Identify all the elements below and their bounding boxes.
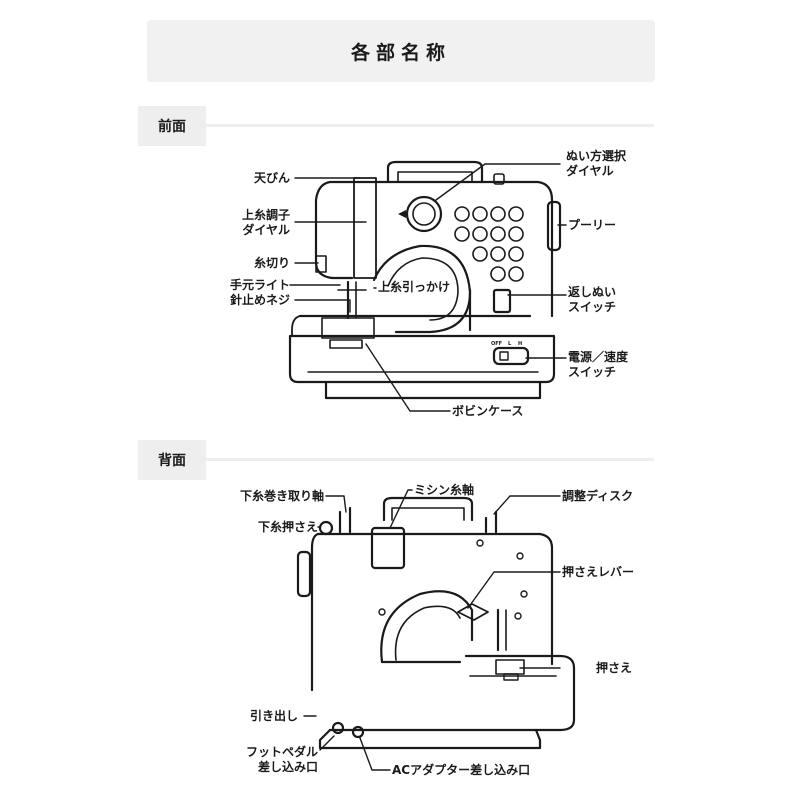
switch-mark-low: L (508, 341, 512, 347)
page-title-band: 各部名称 (147, 20, 655, 82)
label-reverse-switch: 返しぬい スイッチ (568, 285, 616, 315)
label-upper-thread-hook: 上糸引っかけ (378, 280, 451, 294)
label-needle-screw: 針止めネジ (229, 293, 290, 307)
label-spool-pin: ミシン糸軸 (414, 483, 475, 497)
label-ac-adapter-jack: ACアダプター差し込み口 (392, 763, 531, 777)
label-stitch-dial-text: ぬい方選択 ダイヤル (566, 149, 627, 178)
label-presser-lever: 押さえレバー (562, 565, 635, 579)
label-power-switch-text: 電源／速度 スイッチ (568, 350, 629, 379)
front-machine-illustration (288, 160, 562, 400)
label-foot-pedal-jack-text: フットペダル 差し込み口 (245, 745, 318, 774)
front-heading-rule (206, 124, 654, 127)
front-leader-lines (289, 163, 567, 412)
front-heading: 前面 (138, 106, 206, 146)
label-bobbin-winder: 下糸巻き取り軸 (239, 489, 324, 503)
back-heading-rule (206, 458, 654, 461)
page-title: 各部名称 (350, 41, 451, 64)
back-heading: 背面 (138, 440, 206, 480)
label-power-switch: 電源／速度 スイッチ (568, 350, 628, 380)
label-tension-dial-text: 上糸調子 ダイヤル (241, 208, 290, 237)
label-hand-light: 手元ライト (229, 278, 290, 292)
label-thread-cutter: 糸切り (253, 256, 290, 270)
label-presser-foot: 押さえ (596, 661, 633, 675)
label-drawer: 引き出し (249, 709, 298, 723)
label-stitch-dial: ぬい方選択 ダイヤル (566, 149, 626, 179)
label-bobbin-case: ボビンケース (452, 404, 524, 418)
label-tension-dial: 上糸調子 ダイヤル (242, 208, 290, 238)
label-take-up-lever: 天びん (253, 171, 290, 185)
label-reverse-switch-text: 返しぬい スイッチ (568, 285, 617, 314)
label-adjust-disc: 調整ディスク (562, 489, 634, 503)
back-leader-lines (303, 489, 561, 771)
label-pulley: プーリー (568, 218, 617, 232)
back-machine-illustration (296, 496, 576, 750)
label-bobbin-stopper: 下糸押さえ (257, 520, 318, 534)
switch-mark-off: OFF (491, 341, 502, 347)
switch-mark-high: H (518, 341, 522, 347)
label-foot-pedal-jack: フットペダル 差し込み口 (246, 745, 318, 775)
